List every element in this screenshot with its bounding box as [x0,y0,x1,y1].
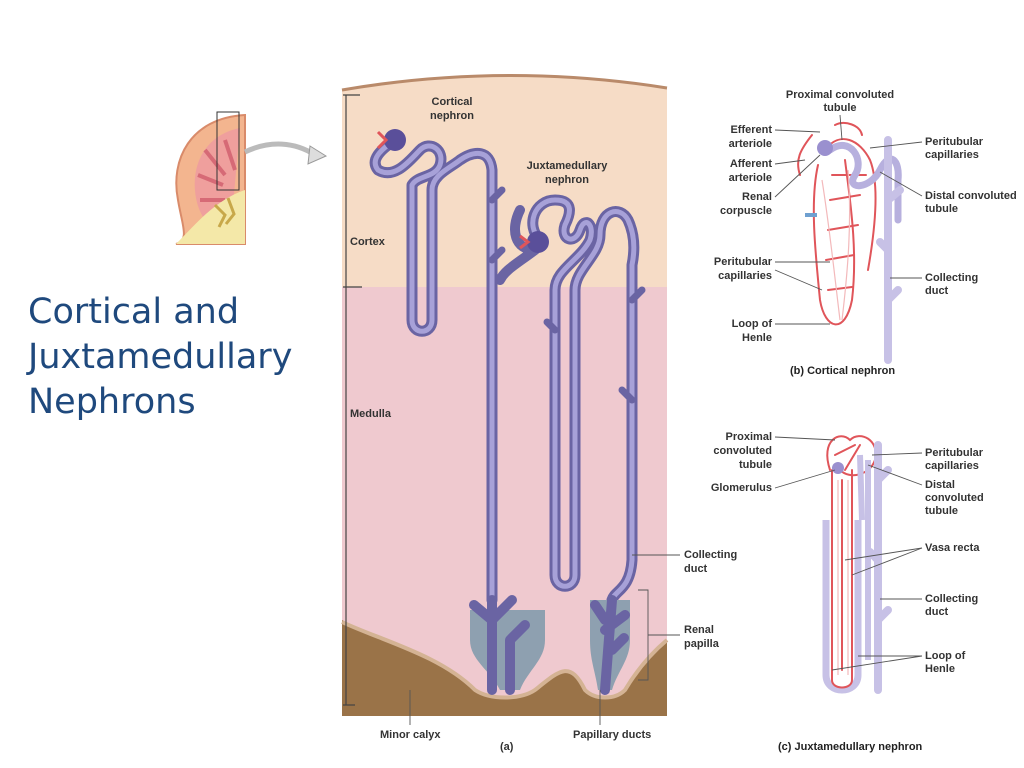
label-minor-calyx: Minor calyx [380,729,441,741]
panel-c: Proximal convoluted tubule Glomerulus Pe… [711,431,984,753]
b-label-loop-2: Henle [742,332,772,344]
b-label-peritubular-right-2: capillaries [925,149,979,161]
label-renal-papilla-1: Renal [684,624,714,636]
label-renal-papilla-2: papilla [684,638,720,650]
label-juxtamedullary-nephron-2: nephron [545,174,589,186]
label-cortical-nephron-2: nephron [430,110,474,122]
caption-cortical-nephron: (b) Cortical nephron [790,365,895,377]
b-label-efferent-2: arteriole [729,138,772,150]
label-papillary-ducts: Papillary ducts [573,729,651,741]
b-label-distal-1: Distal convoluted [925,190,1017,202]
b-label-proximal-2: tubule [824,102,857,114]
b-label-peritubular-left-1: Peritubular [714,256,773,268]
label-panel-a: (a) [500,741,514,753]
c-label-distal-2: convoluted [925,492,984,504]
panel-b: Proximal convoluted tubule Efferent arte… [714,89,1017,377]
label-cortex: Cortex [350,236,386,248]
panel-a: Cortical nephron Juxtamedullary nephron … [342,75,737,753]
caption-juxtamedullary-nephron: (c) Juxtamedullary nephron [778,741,923,753]
kidney-thumbnail [176,112,326,244]
label-cortical-nephron-1: Cortical [432,96,473,108]
c-label-proximal-2: convoluted [713,445,772,457]
b-label-collecting-duct-1: Collecting [925,272,978,284]
c-label-collecting-duct-2: duct [925,606,949,618]
b-label-peritubular-right-1: Peritubular [925,136,984,148]
c-label-loop-1: Loop of [925,650,966,662]
b-label-collecting-duct-2: duct [925,285,949,297]
c-label-distal-3: tubule [925,505,958,517]
c-label-peritubular-2: capillaries [925,460,979,472]
b-label-renal-corpuscle-1: Renal [742,191,772,203]
c-label-distal-1: Distal [925,479,955,491]
b-label-afferent-1: Afferent [730,158,773,170]
b-label-peritubular-left-2: capillaries [718,270,772,282]
b-label-proximal-1: Proximal convoluted [786,89,894,101]
c-label-vasa-recta: Vasa recta [925,542,980,554]
label-collecting-duct-1: Collecting [684,549,737,561]
label-juxtamedullary-nephron-1: Juxtamedullary [527,160,609,172]
b-label-efferent-1: Efferent [730,124,772,136]
label-medulla: Medulla [350,408,392,420]
c-label-proximal-3: tubule [739,459,772,471]
c-label-collecting-duct-1: Collecting [925,593,978,605]
label-collecting-duct-2: duct [684,563,708,575]
c-label-peritubular-1: Peritubular [925,447,984,459]
c-label-glomerulus: Glomerulus [711,482,772,494]
b-label-renal-corpuscle-2: corpuscle [720,205,772,217]
b-label-loop-1: Loop of [732,318,773,330]
b-label-distal-2: tubule [925,203,958,215]
c-label-loop-2: Henle [925,663,955,675]
c-label-proximal-1: Proximal [726,431,772,443]
b-label-afferent-2: arteriole [729,172,772,184]
